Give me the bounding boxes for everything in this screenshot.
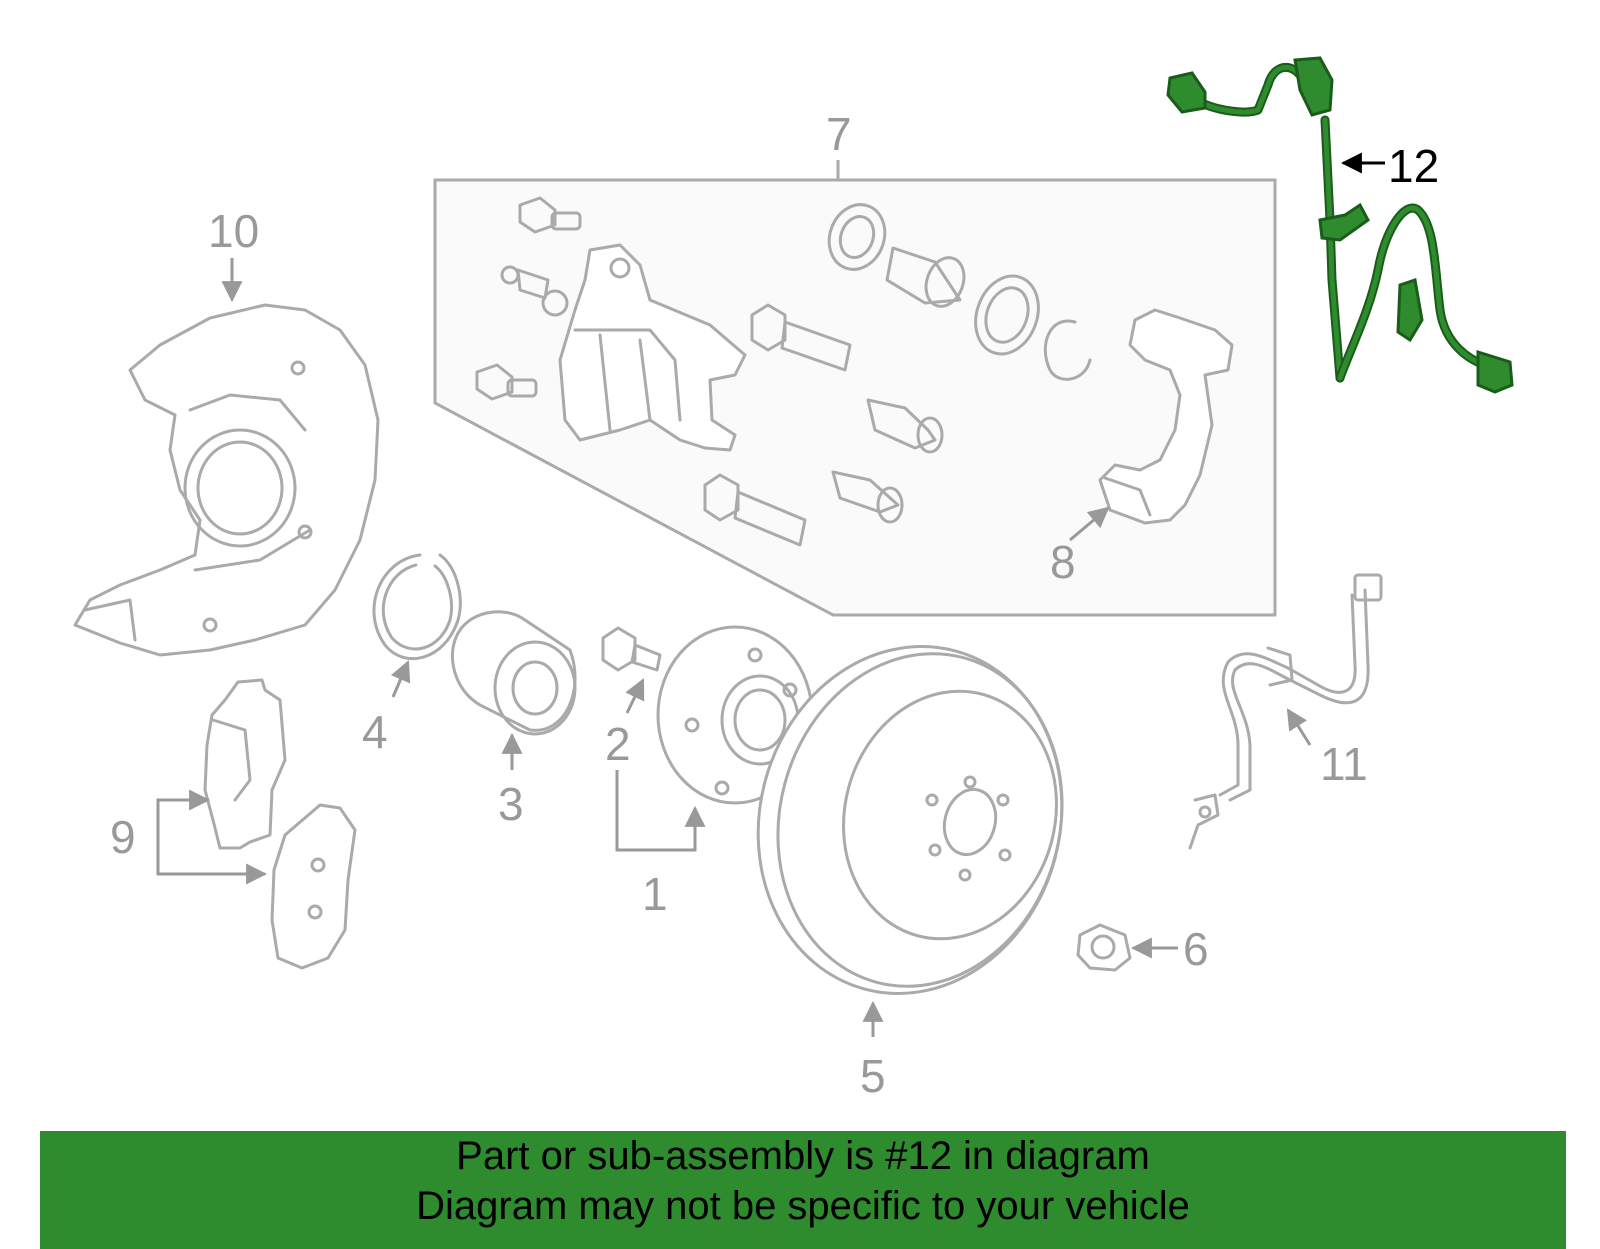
sensor-head [1293, 56, 1334, 117]
dust-shield [73, 303, 380, 657]
snap-ring [372, 553, 462, 661]
wire-clip-upper [1318, 202, 1370, 242]
brake-pad-inner [203, 678, 287, 850]
wheel-bearing [451, 610, 577, 736]
callout-3: 3 [498, 778, 524, 830]
piston-seal [974, 274, 1040, 356]
hub-bolt [601, 626, 662, 672]
piston [885, 246, 966, 308]
callout-8: 8 [1050, 536, 1076, 588]
callout-12: 12 [1388, 140, 1439, 192]
brake-rotor [756, 645, 1064, 995]
bleeder-screw [500, 265, 569, 317]
callout-6: 6 [1183, 923, 1209, 975]
callout-4: 4 [362, 706, 388, 758]
dust-boot [827, 203, 887, 271]
sensor-tip [1476, 349, 1514, 394]
caliper-body [558, 243, 747, 452]
callout-5: 5 [860, 1050, 886, 1102]
abs-sensor-wire [1166, 56, 1514, 394]
callout-1: 1 [642, 868, 668, 920]
banner-line-1: Part or sub-assembly is #12 in diagram [456, 1134, 1150, 1178]
caliper-bolt-bottom [475, 363, 538, 401]
guide-bolt-upper [750, 303, 852, 372]
callout-9: 9 [110, 811, 136, 863]
callout-7: 7 [826, 108, 852, 160]
lug-nut [1076, 923, 1132, 972]
guide-bolt-lower [703, 473, 807, 547]
connector-plug [1166, 71, 1207, 114]
slide-bushing-lower [831, 470, 904, 524]
caliper-kit-box [433, 160, 1277, 617]
slide-bushing-upper [866, 398, 944, 454]
callout-10: 10 [208, 205, 259, 257]
callout-2: 2 [605, 718, 631, 770]
caliper-bracket [1098, 308, 1234, 525]
retaining-clip [1043, 319, 1092, 381]
banner-line-2: Diagram may not be specific to your vehi… [416, 1184, 1190, 1228]
wire-clip-lower [1396, 278, 1424, 343]
caliper-bolt-top [518, 196, 582, 234]
callout-11: 11 [1320, 738, 1368, 790]
notice-banner: Part or sub-assembly is #12 in diagram D… [40, 1131, 1566, 1249]
leader-lines [156, 152, 1385, 1037]
brake-hose [1188, 573, 1383, 850]
brake-pad-outer [270, 803, 357, 970]
